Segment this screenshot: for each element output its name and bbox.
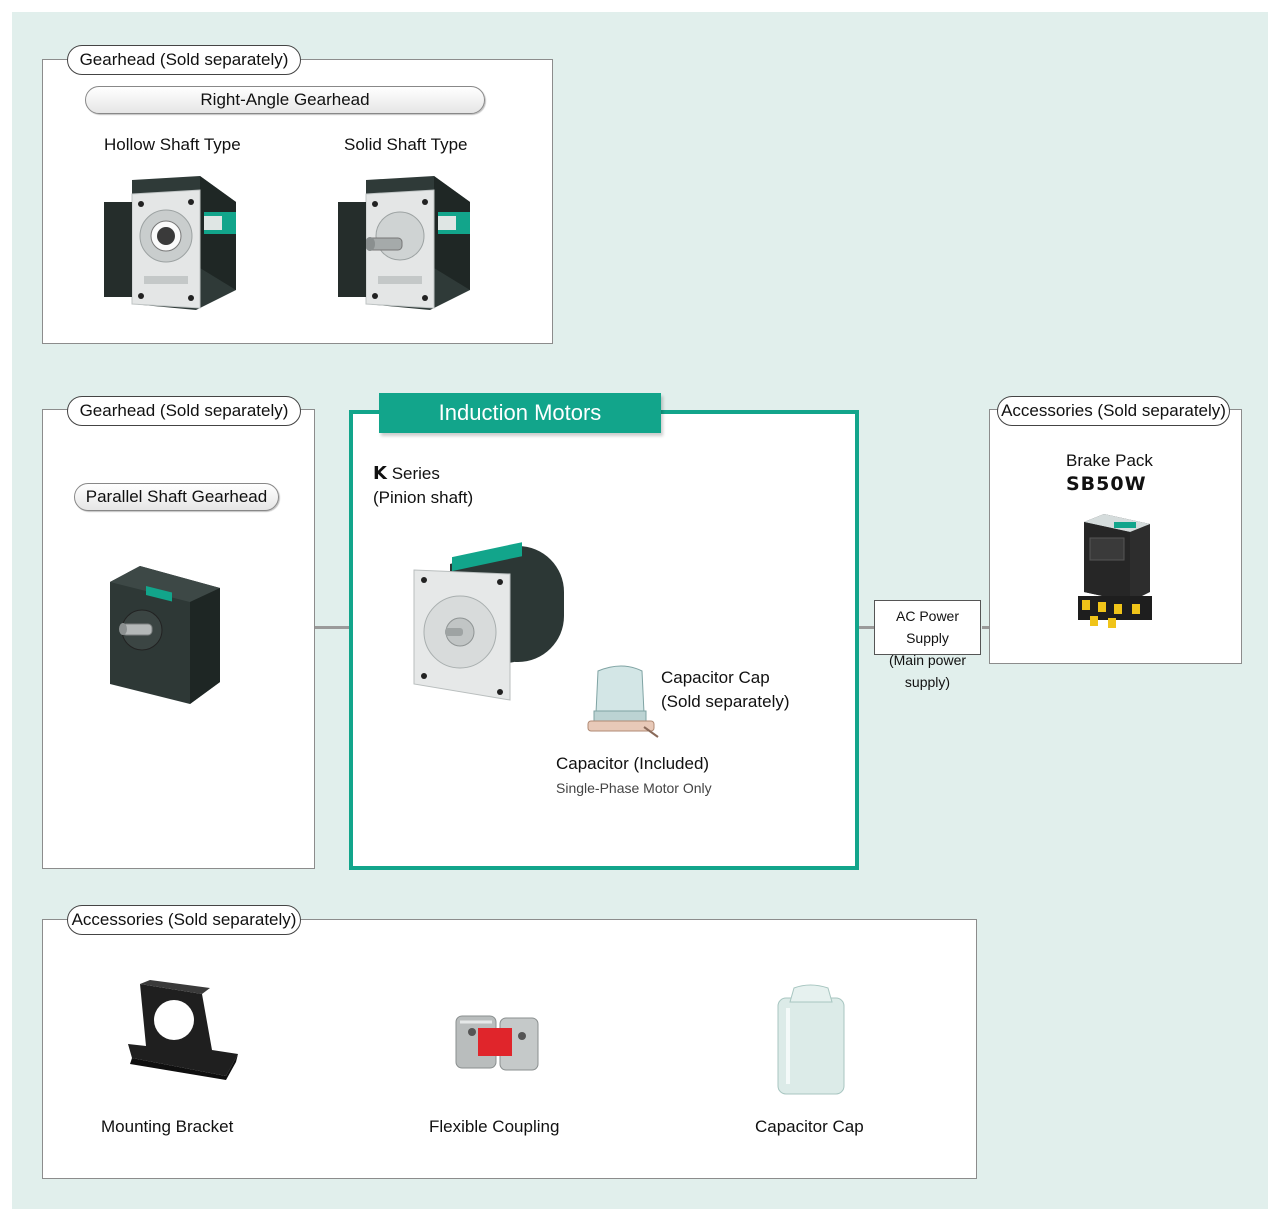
flexible-coupling-label: Flexible Coupling [429, 1117, 560, 1136]
brake-pack-label: Brake Pack [1066, 451, 1153, 470]
right-angle-gearhead-label: Right-Angle Gearhead [85, 86, 485, 114]
capacitor-cap-accessory-image [777, 984, 845, 1095]
induction-motor-image [413, 542, 564, 701]
pinion-shaft-label: (Pinion shaft) [373, 488, 474, 507]
series-label: K Series [373, 462, 440, 486]
series-letter: K [373, 463, 387, 484]
solid-shaft-gearhead-image [338, 176, 470, 310]
ac-power-supply-box: AC Power Supply (Main power supply) [874, 600, 981, 690]
brake-pack-model: SB50W [1066, 473, 1147, 495]
hollow-shaft-gearhead-image [104, 176, 236, 310]
series-word: Series [391, 464, 440, 483]
connector-line-left [313, 626, 349, 629]
ac-power-supply-label: AC Power Supply [895, 608, 960, 646]
capacitor-cap-accessory-label: Capacitor Cap [755, 1117, 864, 1136]
parallel-shaft-gearhead-image [110, 566, 220, 704]
capacitor-cap-label-line1: Capacitor Cap [661, 668, 770, 687]
hollow-shaft-label: Hollow Shaft Type [104, 135, 241, 154]
mounting-bracket-label: Mounting Bracket [101, 1117, 234, 1136]
flexible-coupling-image [455, 1015, 539, 1071]
connector-line-brake [982, 626, 990, 629]
solid-shaft-label: Solid Shaft Type [344, 135, 468, 154]
capacitor-image [587, 665, 659, 738]
connector-line-right [858, 626, 874, 629]
mounting-bracket-image [128, 980, 238, 1080]
parallel-shaft-gearhead-label: Parallel Shaft Gearhead [74, 483, 279, 511]
bottom-accessories-tag: Accessories (Sold separately) [67, 905, 301, 935]
induction-motors-title: Induction Motors [379, 393, 661, 433]
brake-pack-image [1078, 514, 1152, 628]
left-gearhead-tag: Gearhead (Sold separately) [67, 396, 301, 426]
top-gearhead-tag: Gearhead (Sold separately) [67, 45, 301, 75]
main-power-supply-label: (Main power supply) [888, 652, 967, 690]
capacitor-included-label: Capacitor (Included) [556, 754, 710, 773]
single-phase-note: Single-Phase Motor Only [556, 780, 712, 796]
right-accessories-tag: Accessories (Sold separately) [997, 396, 1230, 426]
capacitor-cap-label-line2: (Sold separately) [661, 692, 790, 711]
